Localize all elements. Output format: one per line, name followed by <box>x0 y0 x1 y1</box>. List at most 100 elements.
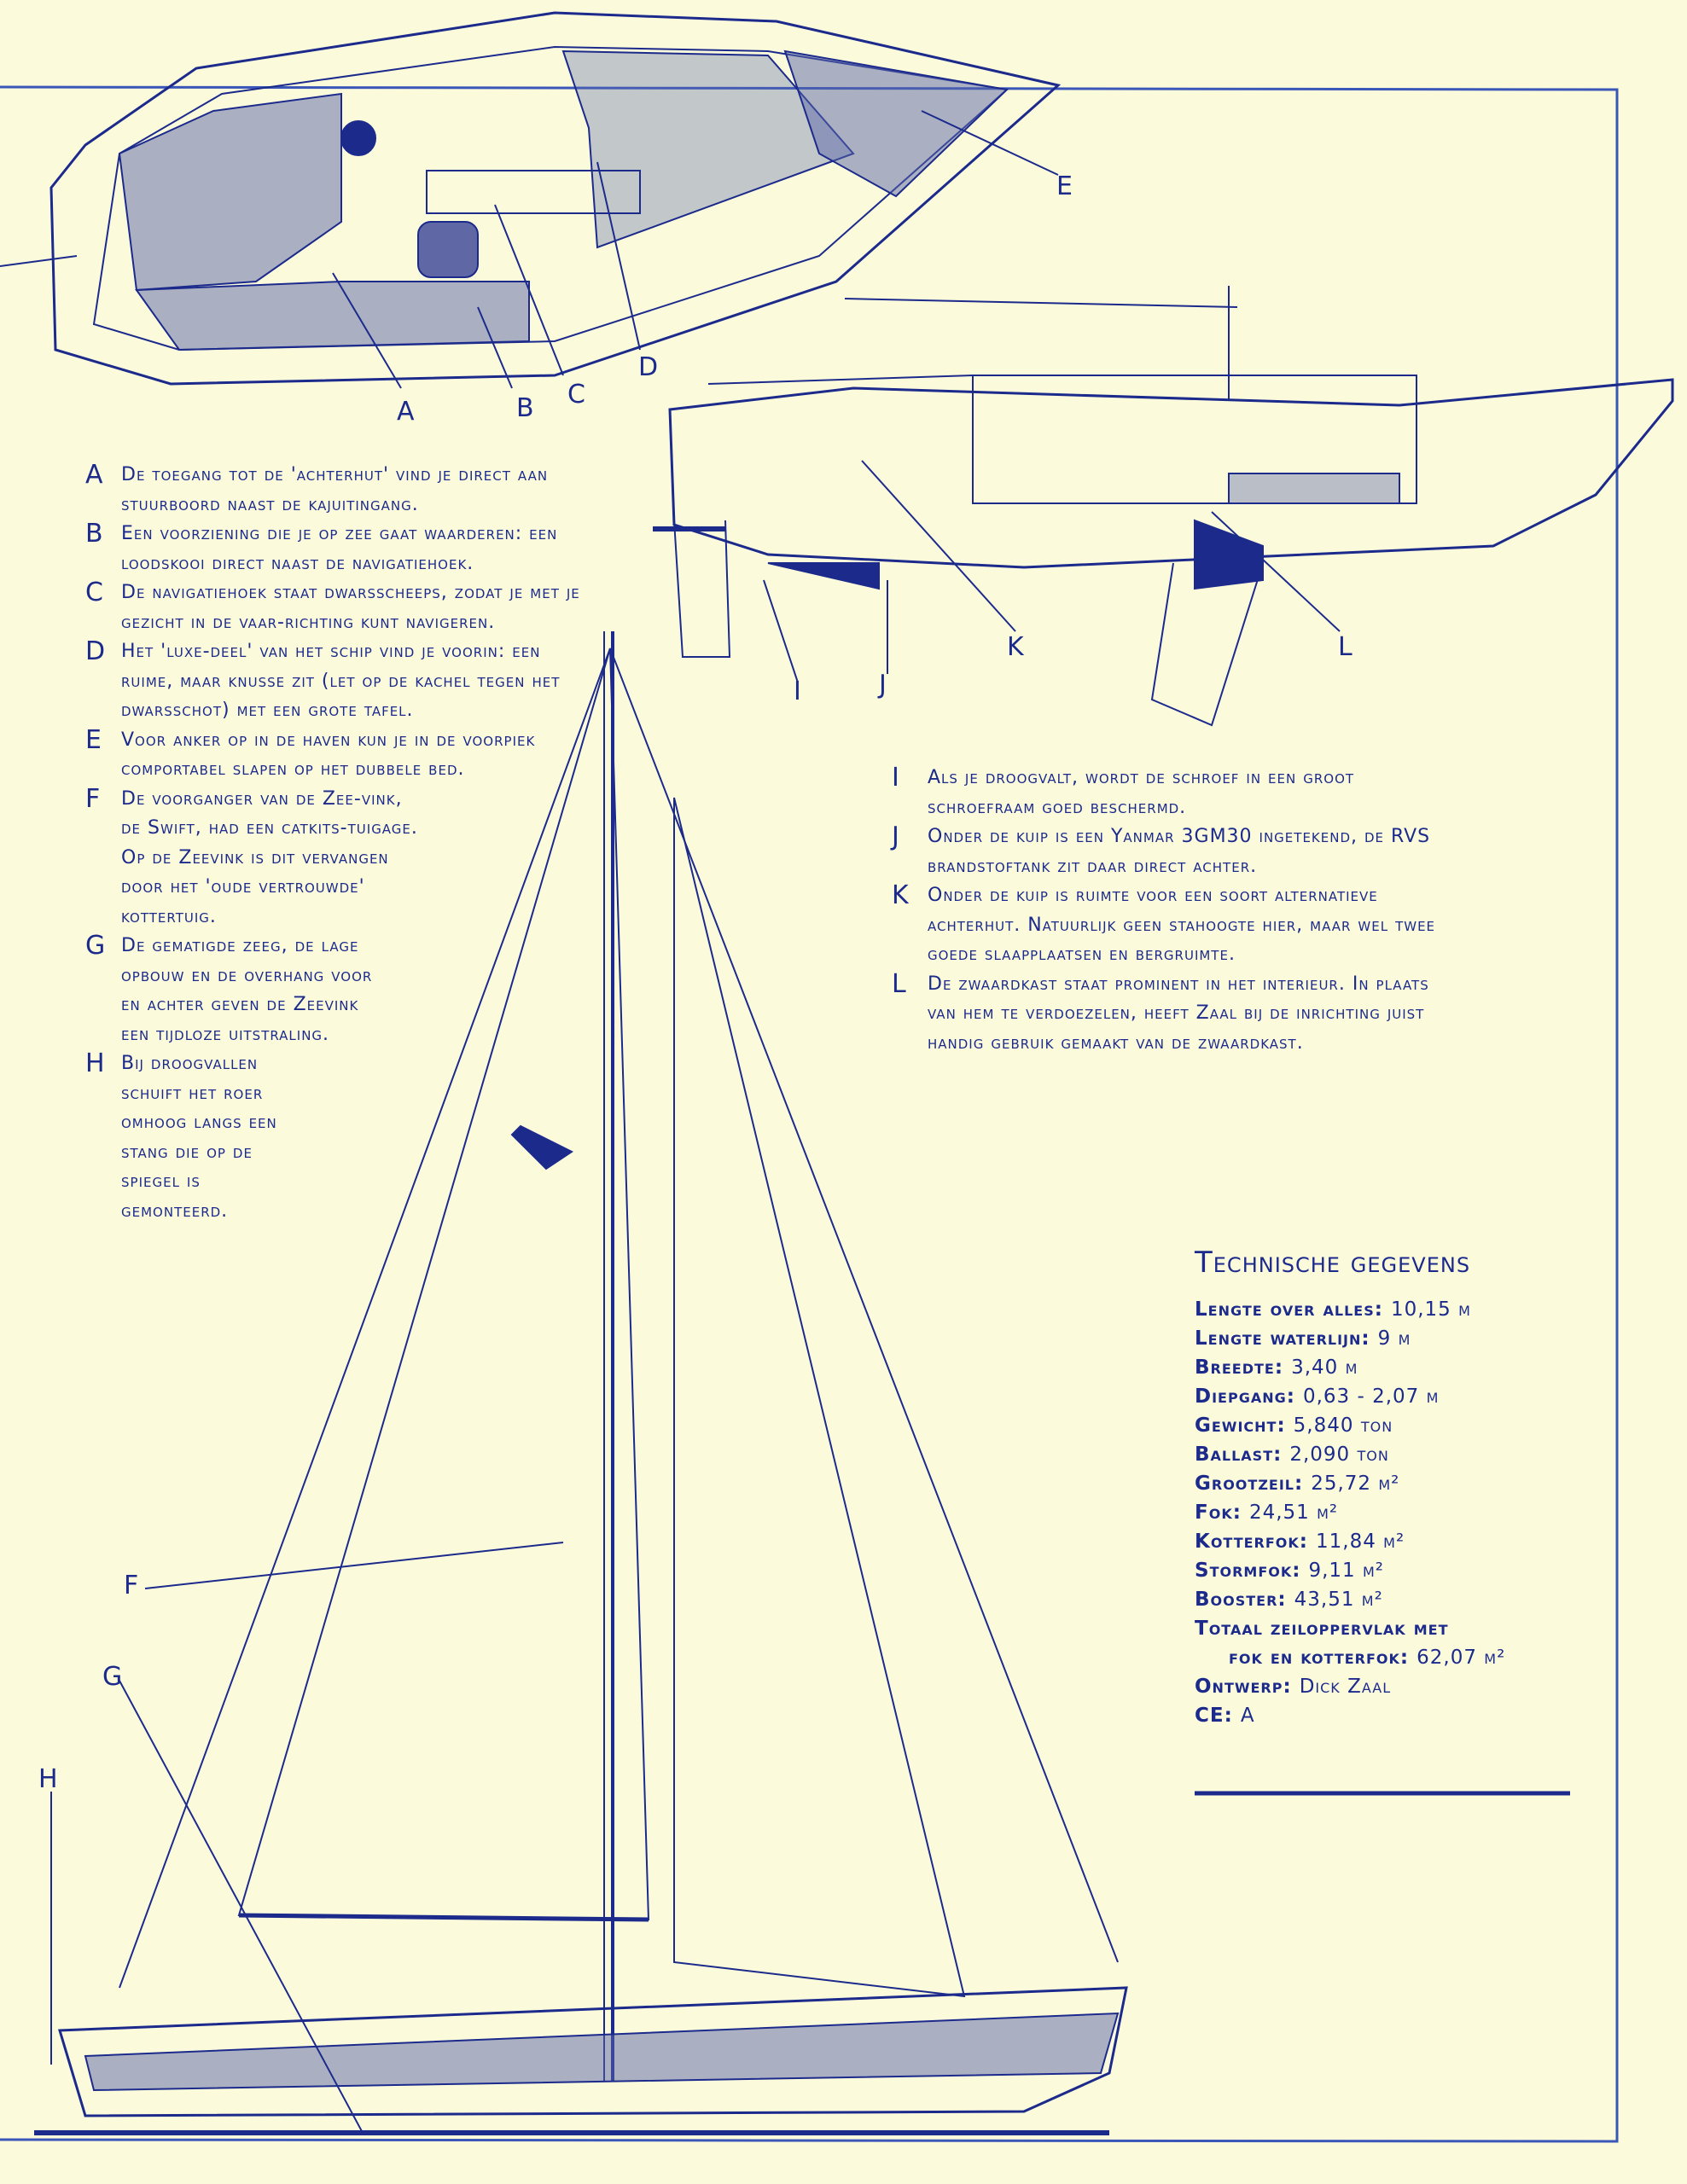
svg-text:G: G <box>102 1662 122 1692</box>
entry-key: C <box>85 578 104 607</box>
entry-text: Bij droogvallen schuift het roer omhoog … <box>121 1053 277 1222</box>
spec-value: Dick Zaal <box>1299 1676 1392 1698</box>
entry-text: Onder de kuip is een Yanmar 3GM30 ingete… <box>928 826 1431 877</box>
entry-key: H <box>85 1048 106 1078</box>
spec-label: Breedte: <box>1195 1356 1284 1379</box>
legend-entry-d: D Het 'luxe-deel' van het schip vind je v… <box>85 636 597 726</box>
spec-row: Breedte: 3,40 m <box>1195 1353 1621 1382</box>
legend-entry-g: G De gematigde zeeg, de lage opbouw en de… <box>85 931 375 1049</box>
spec-label: Diepgang: <box>1195 1385 1295 1408</box>
svg-text:B: B <box>516 393 534 423</box>
spec-value: 2,090 ton <box>1289 1443 1389 1466</box>
entry-key: J <box>892 822 900 851</box>
specs-title: Technische gegevens <box>1195 1246 1471 1280</box>
spec-value: 5,840 ton <box>1293 1414 1393 1437</box>
spec-label: Lengte waterlijn: <box>1195 1327 1370 1350</box>
spec-row: Fok: 24,51 m² <box>1195 1498 1621 1527</box>
spec-value: 3,40 m <box>1291 1356 1358 1379</box>
svg-text:F: F <box>124 1571 138 1600</box>
spec-row: Grootzeil: 25,72 m² <box>1195 1469 1621 1498</box>
spec-row: Lengte waterlijn: 9 m <box>1195 1324 1621 1353</box>
spec-value: 62,07 m² <box>1416 1647 1506 1669</box>
svg-text:C: C <box>567 380 585 410</box>
entry-text: Voor anker op in de haven kun je in de v… <box>121 729 536 781</box>
sail-plan <box>34 631 1128 2135</box>
spec-value: 24,51 m² <box>1248 1502 1339 1524</box>
entry-text: Een voorziening die je op zee gaat waard… <box>121 523 558 574</box>
svg-text:I: I <box>794 677 801 706</box>
deck-plan <box>0 11 1062 386</box>
legend-entry-b: B Een voorziening die je op zee gaat waar… <box>85 519 597 578</box>
legend-entry-k: K Onder de kuip is ruimte voor een soort … <box>892 880 1438 970</box>
spec-label: Grootzeil: <box>1195 1472 1304 1495</box>
spec-row: Gewicht: 5,840 ton <box>1195 1411 1621 1440</box>
entry-text: De navigatiehoek staat dwarsscheeps, zod… <box>121 582 580 633</box>
entry-text: De zwaardkast staat prominent in het int… <box>928 973 1429 1054</box>
spec-label: Lengte over alles: <box>1195 1298 1383 1321</box>
entry-key: B <box>85 519 104 549</box>
legend-entry-h: H Bij droogvallen schuift het roer omhoog… <box>85 1048 307 1226</box>
spec-label: Booster: <box>1195 1589 1287 1611</box>
entry-key: I <box>892 763 900 793</box>
legend-entry-c: C De navigatiehoek staat dwarsscheeps, zo… <box>85 578 597 637</box>
svg-text:H: H <box>38 1764 58 1794</box>
legend-entry-e: E Voor anker op in de haven kun je in de … <box>85 724 597 785</box>
spec-row: fok en kotterfok: 62,07 m² <box>1195 1643 1621 1672</box>
svg-text:E: E <box>1056 171 1073 201</box>
entry-text: De gematigde zeeg, de lage opbouw en de … <box>121 935 373 1045</box>
spec-label: CE: <box>1195 1705 1233 1727</box>
legend-entry-l: L De zwaardkast staat prominent in het in… <box>892 968 1438 1059</box>
spec-row: Ontwerp: Dick Zaal <box>1195 1672 1621 1701</box>
spec-value: 11,84 m² <box>1316 1531 1405 1553</box>
legend-entry-a: A De toegang tot de 'achterhut' vind je d… <box>85 460 597 520</box>
spec-label: Fok: <box>1195 1502 1242 1524</box>
spec-label: Ontwerp: <box>1195 1676 1292 1698</box>
spec-row: Lengte over alles: 10,15 m <box>1195 1295 1621 1324</box>
legend-a-h: A De toegang tot de 'achterhut' vind je d… <box>85 460 597 1226</box>
spec-value: 9,11 m² <box>1308 1560 1385 1582</box>
legend-entry-i: I Als je droogvalt, wordt de schroef in e… <box>892 763 1438 822</box>
entry-text: Het 'luxe-deel' van het schip vind je vo… <box>121 641 561 721</box>
spec-row: Kotterfok: 11,84 m² <box>1195 1527 1621 1556</box>
spec-value: 0,63 - 2,07 m <box>1302 1385 1440 1408</box>
legend-entry-f: F De voorganger van de Zee-vink, de Swift… <box>85 783 427 932</box>
svg-text:D: D <box>638 352 658 382</box>
spec-label: Gewicht: <box>1195 1414 1286 1437</box>
svg-text:K: K <box>1007 632 1025 662</box>
svg-text:L: L <box>1338 632 1353 662</box>
spec-row: CE: A <box>1195 1701 1621 1730</box>
entry-key: F <box>85 783 102 814</box>
spec-label: fok en kotterfok: <box>1229 1647 1410 1669</box>
spec-value: A <box>1240 1705 1255 1727</box>
spec-value: 43,51 m² <box>1294 1589 1383 1611</box>
svg-text:J: J <box>877 670 887 700</box>
entry-key: A <box>85 460 104 490</box>
drawing-labels: A B C D E F G H I J K L <box>38 171 1353 1794</box>
spec-label: Kotterfok: <box>1195 1531 1308 1553</box>
legend-i-l: I Als je droogvalt, wordt de schroef in e… <box>892 763 1438 1059</box>
spec-row: Booster: 43,51 m² <box>1195 1585 1621 1614</box>
spec-row: Stormfok: 9,11 m² <box>1195 1556 1621 1585</box>
spec-label: Totaal zeiloppervlak met <box>1195 1618 1449 1640</box>
spec-row: Diepgang: 0,63 - 2,07 m <box>1195 1382 1621 1411</box>
entry-key: G <box>85 931 107 961</box>
entry-key: E <box>85 724 102 755</box>
spec-label: Stormfok: <box>1195 1560 1301 1582</box>
entry-text: Onder de kuip is ruimte voor een soort a… <box>928 885 1436 965</box>
spec-label: Ballast: <box>1195 1443 1283 1466</box>
entry-key: K <box>892 880 910 910</box>
entry-key: L <box>892 968 907 999</box>
legend-entry-j: J Onder de kuip is een Yanmar 3GM30 inget… <box>892 822 1438 881</box>
entry-text: Als je droogvalt, wordt de schroef in ee… <box>928 767 1355 818</box>
technical-specs: Technische gegevens Lengte over alles: 1… <box>1195 1246 1621 1730</box>
spec-value: 10,15 m <box>1390 1298 1471 1321</box>
svg-text:A: A <box>397 397 415 427</box>
entry-key: D <box>85 636 107 666</box>
spec-row: Ballast: 2,090 ton <box>1195 1440 1621 1469</box>
entry-text: De voorganger van de Zee-vink, de Swift,… <box>121 787 418 927</box>
side-profile <box>653 286 1674 727</box>
spec-row: Totaal zeiloppervlak met <box>1195 1614 1621 1643</box>
entry-text: De toegang tot de 'achterhut' vind je di… <box>121 464 549 515</box>
spec-value: 9 m <box>1377 1327 1411 1350</box>
